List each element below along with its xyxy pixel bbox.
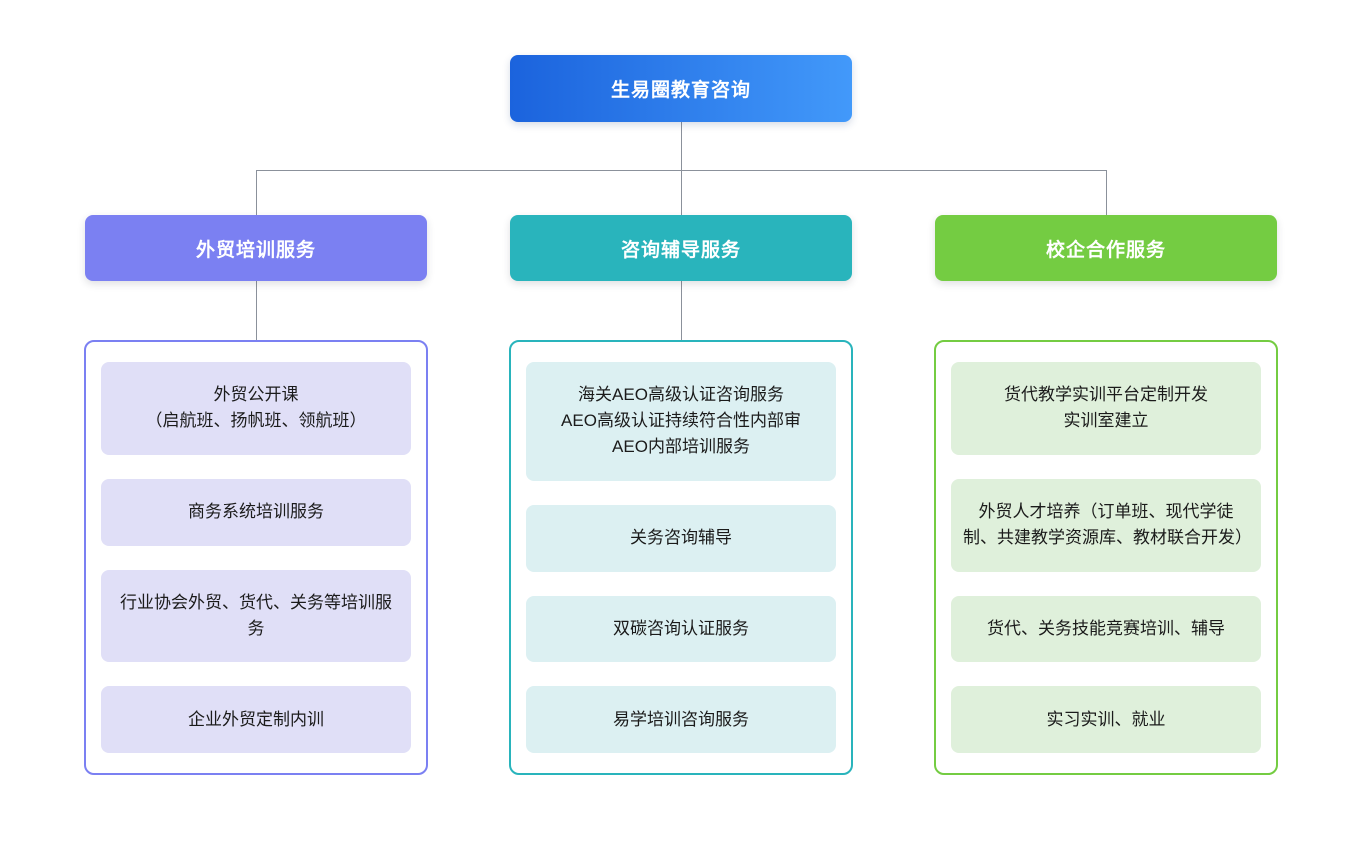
branch-container-school-enterprise: 货代教学实训平台定制开发 实训室建立 外贸人才培养（订单班、现代学徒制、共建教学… <box>934 340 1278 775</box>
branch-item: 行业协会外贸、货代、关务等培训服务 <box>101 569 411 663</box>
connector-drop-school-enterprise <box>1106 170 1107 216</box>
branch-item: 海关AEO高级认证咨询服务 AEO高级认证持续符合性内部审 AEO内部培训服务 <box>526 362 836 481</box>
branch-header-label: 校企合作服务 <box>1045 239 1166 261</box>
branch-header-school-enterprise: 校企合作服务 <box>935 215 1277 281</box>
branch-item: 双碳咨询认证服务 <box>526 595 836 663</box>
branch-header-trade-training: 外贸培训服务 <box>85 215 427 281</box>
branch-container-trade-training: 外贸公开课 （启航班、扬帆班、领航班） 商务系统培训服务 行业协会外贸、货代、关… <box>84 340 428 775</box>
branch-item: 易学培训咨询服务 <box>526 686 836 753</box>
connector-root-vertical <box>681 122 682 170</box>
branch-header-label: 咨询辅导服务 <box>620 239 741 261</box>
branch-header-label: 外贸培训服务 <box>195 239 316 261</box>
branch-item: 关务咨询辅导 <box>526 504 836 572</box>
branch-container-consulting: 海关AEO高级认证咨询服务 AEO高级认证持续符合性内部审 AEO内部培训服务 … <box>509 340 853 775</box>
branch-item: 货代、关务技能竞赛培训、辅导 <box>951 595 1261 663</box>
branch-item: 外贸人才培养（订单班、现代学徒制、共建教学资源库、教材联合开发） <box>951 478 1261 572</box>
branch-item: 实习实训、就业 <box>951 686 1261 753</box>
connector-container-consulting <box>681 281 682 340</box>
connector-drop-trade-training <box>256 170 257 216</box>
connector-drop-consulting <box>681 170 682 216</box>
branch-item: 外贸公开课 （启航班、扬帆班、领航班） <box>101 362 411 455</box>
branch-item: 商务系统培训服务 <box>101 478 411 546</box>
branch-header-consulting: 咨询辅导服务 <box>510 215 852 281</box>
root-node-label: 生易圈教育咨询 <box>610 80 751 101</box>
branch-item: 企业外贸定制内训 <box>101 686 411 753</box>
branch-item: 货代教学实训平台定制开发 实训室建立 <box>951 362 1261 455</box>
root-node: 生易圈教育咨询 <box>510 55 852 122</box>
connector-container-trade-training <box>256 281 257 340</box>
